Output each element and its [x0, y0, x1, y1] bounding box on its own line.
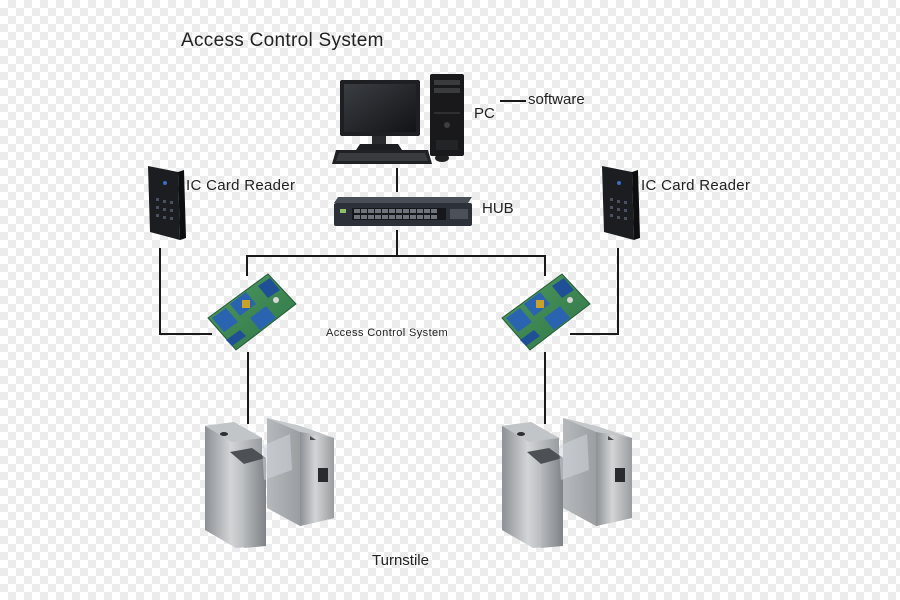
hub-label: HUB: [482, 200, 514, 217]
hub-bus: [246, 230, 398, 276]
right-reader-link: [570, 248, 619, 335]
right-turnstile-icon: [502, 418, 632, 548]
pc-label: PC: [474, 105, 495, 122]
left-card-reader-icon: [148, 166, 186, 240]
left-reader-link: [159, 248, 212, 335]
monitor-icon: [340, 80, 420, 150]
right-card-reader-label: IC Card Reader: [641, 177, 751, 194]
controller-label: Access Control System: [326, 327, 449, 339]
turnstile-label: Turnstile: [372, 552, 429, 569]
diagram-title: Access Control System: [181, 30, 384, 51]
left-turnstile-icon: [205, 418, 334, 548]
pc-tower-icon: [430, 74, 464, 156]
hub-bus-right: [397, 255, 546, 276]
hub-switch-icon: [334, 197, 472, 226]
right-card-reader-icon: [602, 166, 640, 240]
left-controller-board-icon: [207, 273, 297, 351]
left-card-reader-label: IC Card Reader: [186, 177, 296, 194]
software-label: software: [528, 91, 585, 108]
right-controller-board-icon: [501, 273, 591, 351]
connection-lines: [159, 100, 619, 424]
keyboard-icon: [332, 150, 432, 164]
